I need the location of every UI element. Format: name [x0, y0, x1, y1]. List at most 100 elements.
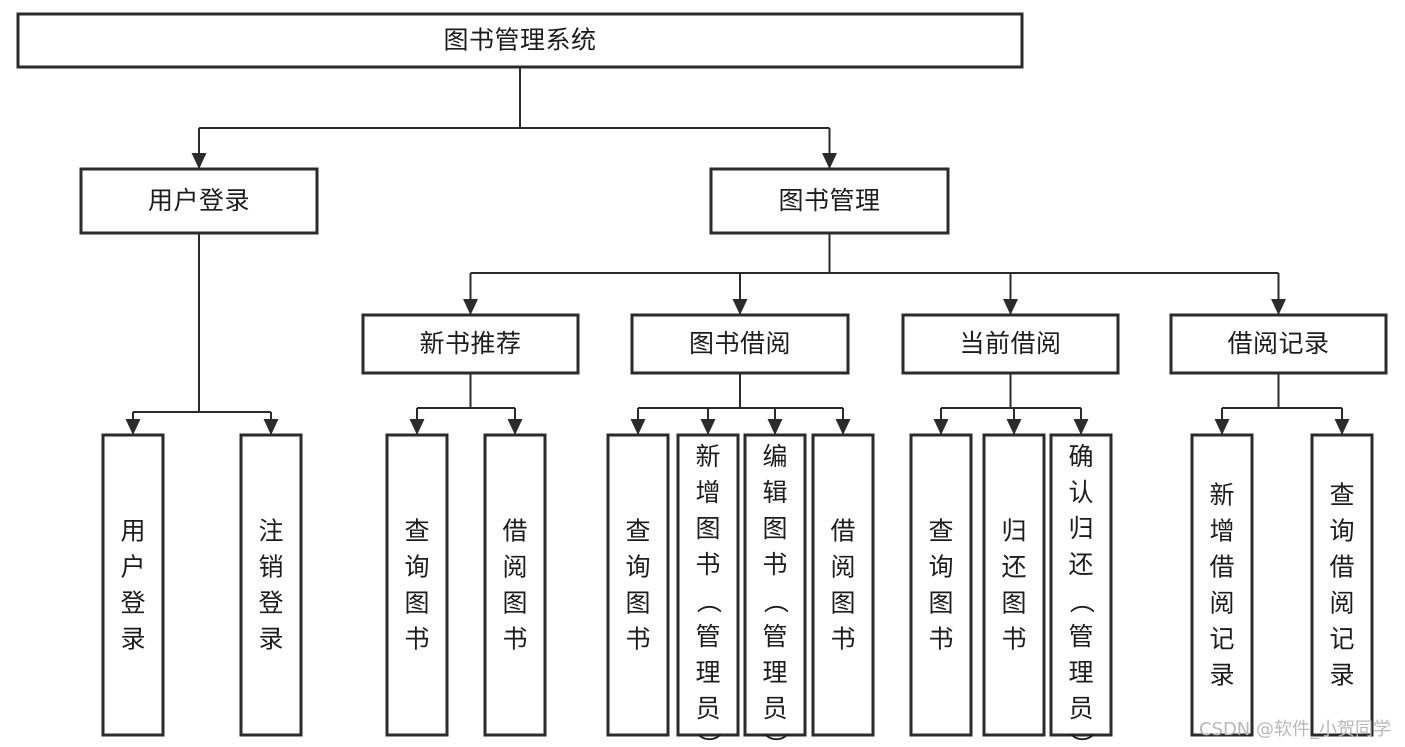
node-label-char: 户 [120, 553, 145, 582]
node-box [101, 433, 165, 737]
node-label-char: 理 [1068, 658, 1093, 687]
node-label-char: 图 [404, 589, 429, 618]
node-label: 用户登录 [120, 517, 145, 654]
node-book-manage[interactable]: 图书管理 [709, 167, 950, 235]
node-current-borrow[interactable]: 当前借阅 [901, 313, 1120, 375]
arrow-head-icon [767, 419, 783, 435]
node-label-char: ） [1067, 732, 1096, 747]
node-label-char: 员 [695, 694, 720, 723]
node-box [909, 433, 973, 737]
arrow-head-icon [933, 419, 949, 435]
arrow-head-icon [263, 419, 279, 435]
node-label-char: 书 [404, 625, 429, 654]
arrow-head-icon [1271, 299, 1286, 315]
node-box [1190, 433, 1254, 737]
node-label-char: 询 [1329, 517, 1354, 546]
node-label-char: 新 [695, 442, 720, 471]
node-label-char: 管 [762, 622, 787, 651]
node-label-char: 新 [1209, 481, 1234, 510]
arrow-head-icon [1214, 419, 1230, 435]
node-label-char: 阅 [830, 553, 855, 582]
node-label-char: 用 [120, 517, 145, 546]
node-box [982, 433, 1046, 737]
node-root[interactable]: 图书管理系统 [16, 12, 1024, 69]
connectors-layer [125, 67, 1350, 435]
node-box [743, 433, 807, 737]
node-box [901, 313, 1120, 375]
node-label-char: 阅 [1209, 589, 1234, 618]
node-label-char: 查 [1329, 481, 1354, 510]
node-box [676, 433, 740, 737]
node-label-char: 询 [928, 553, 953, 582]
node-box [811, 433, 875, 737]
node-label-char: 借 [502, 517, 527, 546]
node-label-char: 书 [625, 625, 650, 654]
node-label-char: 查 [928, 517, 953, 546]
node-label-char: 书 [502, 625, 527, 654]
node-label-char: 图 [1001, 589, 1026, 618]
node-label-char: 员 [762, 694, 787, 723]
node-label-char: 阅 [502, 553, 527, 582]
node-label-char: （ [761, 588, 790, 613]
node-user-login-do[interactable]: 用户登录 [101, 433, 165, 737]
arrow-head-icon [1073, 419, 1089, 435]
node-label-char: 书 [928, 625, 953, 654]
node-label-char: 登 [258, 589, 283, 618]
node-label-char: 图 [625, 589, 650, 618]
node-label-char: 查 [404, 517, 429, 546]
node-label-char: 书 [762, 550, 787, 579]
arrow-head-icon [507, 419, 523, 435]
node-label-char: 认 [1068, 478, 1093, 507]
node-book-borrow[interactable]: 图书借阅 [630, 313, 850, 375]
node-new-book-rec[interactable]: 新书推荐 [361, 313, 580, 375]
node-label-char: 图 [502, 589, 527, 618]
arrow-head-icon [125, 419, 141, 435]
node-user-login[interactable]: 用户登录 [79, 167, 319, 235]
node-label: 图书管理 [778, 186, 880, 215]
node-label-char: （ [1067, 588, 1096, 613]
node-label-char: 归 [1001, 517, 1026, 546]
node-borrow-record[interactable]: 借阅记录 [1169, 313, 1388, 375]
node-box [361, 313, 580, 375]
arrow-head-icon [732, 299, 748, 315]
node-label-char: 图 [762, 514, 787, 543]
node-label-char: 记 [1329, 625, 1354, 654]
arrow-head-icon [835, 419, 851, 435]
node-label-char: 编 [762, 442, 787, 471]
arrow-head-icon [191, 153, 207, 169]
node-label-char: 借 [1209, 553, 1234, 582]
node-box [239, 433, 303, 737]
node-label-char: 还 [1001, 553, 1026, 582]
node-label: 图书借阅 [689, 329, 791, 358]
node-label-char: ） [761, 732, 790, 747]
node-label-char: 阅 [1329, 589, 1354, 618]
node-label-char: （ [694, 588, 723, 613]
node-label-char: 增 [1209, 517, 1234, 546]
node-label-char: 记 [1209, 625, 1234, 654]
node-box [630, 313, 850, 375]
arrow-head-icon [409, 419, 425, 435]
node-label-char: 图 [928, 589, 953, 618]
node-label-char: 询 [404, 553, 429, 582]
